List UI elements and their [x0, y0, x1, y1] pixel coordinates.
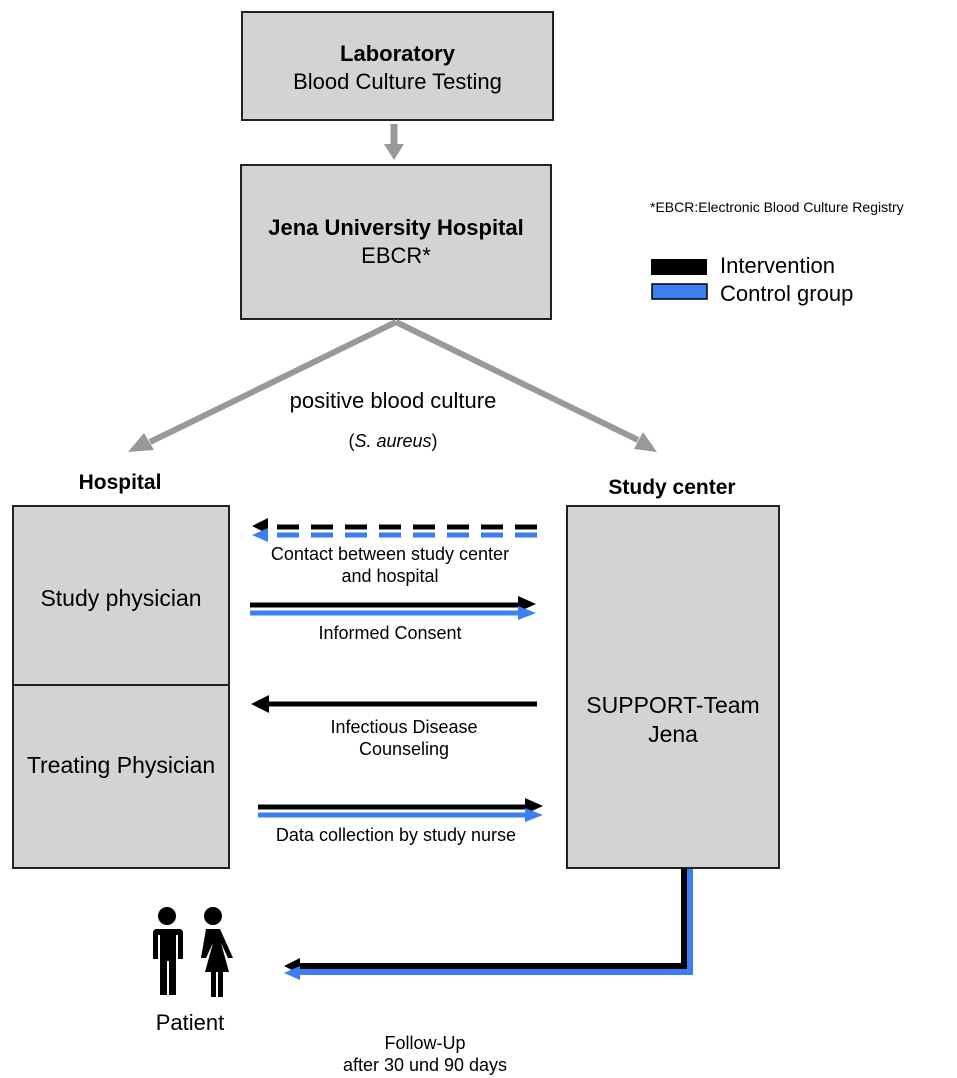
positive-blood-culture-label: positive blood culture — [289, 388, 497, 413]
counseling-label-line1: Infectious Disease — [330, 717, 478, 737]
followup-label: Follow-Up after 30 und 90 days — [310, 1032, 540, 1076]
female-person-icon — [201, 907, 233, 997]
right-branch-arrow — [394, 319, 657, 452]
followup-arrow — [284, 869, 693, 980]
counseling-label: Infectious Disease Counseling — [254, 716, 554, 760]
jena-hospital-box: Jena University Hospital EBCR* — [240, 164, 552, 320]
counseling-label-line2: Counseling — [358, 739, 450, 759]
laboratory-title: Laboratory — [340, 41, 455, 66]
consent-arrow — [250, 596, 536, 620]
followup-label-line2: after 30 und 90 days — [342, 1055, 508, 1075]
hospital-box: Study physician Treating Physician — [12, 505, 230, 869]
legend-control-swatch — [651, 283, 708, 300]
legend-intervention-swatch — [651, 259, 707, 275]
contact-label: Contact between study center and hospita… — [230, 543, 550, 587]
consent-label: Informed Consent — [318, 623, 462, 643]
laboratory-box: Laboratory Blood Culture Testing — [241, 11, 554, 121]
footnote: *EBCR:Electronic Blood Culture Registry — [650, 199, 904, 215]
organism-name: S. aureus — [354, 431, 432, 451]
data-collection-arrow — [258, 798, 543, 822]
contact-label-line1: Contact between study center — [270, 544, 510, 564]
study-center-header: Study center — [608, 476, 736, 499]
hospital-header: Hospital — [78, 471, 162, 494]
contact-label-line2: and hospital — [341, 566, 439, 586]
lab-to-hospital-arrow — [384, 124, 404, 160]
followup-label-line1: Follow-Up — [384, 1033, 466, 1053]
contact-arrow — [252, 518, 537, 542]
counseling-arrow — [251, 695, 537, 713]
legend-intervention-label: Intervention — [720, 253, 835, 278]
study-center-box: SUPPORT-Team Jena — [566, 505, 780, 869]
treating-physician-label: Treating Physician — [26, 752, 216, 778]
support-team-label: SUPPORT-Team — [586, 692, 760, 718]
male-person-icon — [153, 907, 183, 995]
organism-label: (S. aureus) — [348, 431, 438, 451]
data-collection-label: Data collection by study nurse — [275, 825, 517, 845]
left-branch-arrow — [128, 319, 398, 452]
hospital-divider — [14, 684, 228, 686]
study-physician-label: Study physician — [40, 585, 202, 611]
patient-label: Patient — [155, 1010, 225, 1035]
laboratory-subtitle: Blood Culture Testing — [293, 69, 502, 94]
legend-control-label: Control group — [720, 281, 854, 306]
support-team-location: Jena — [648, 721, 698, 747]
jena-hospital-title: Jena University Hospital — [268, 215, 524, 240]
ebcr-label: EBCR* — [361, 243, 431, 268]
